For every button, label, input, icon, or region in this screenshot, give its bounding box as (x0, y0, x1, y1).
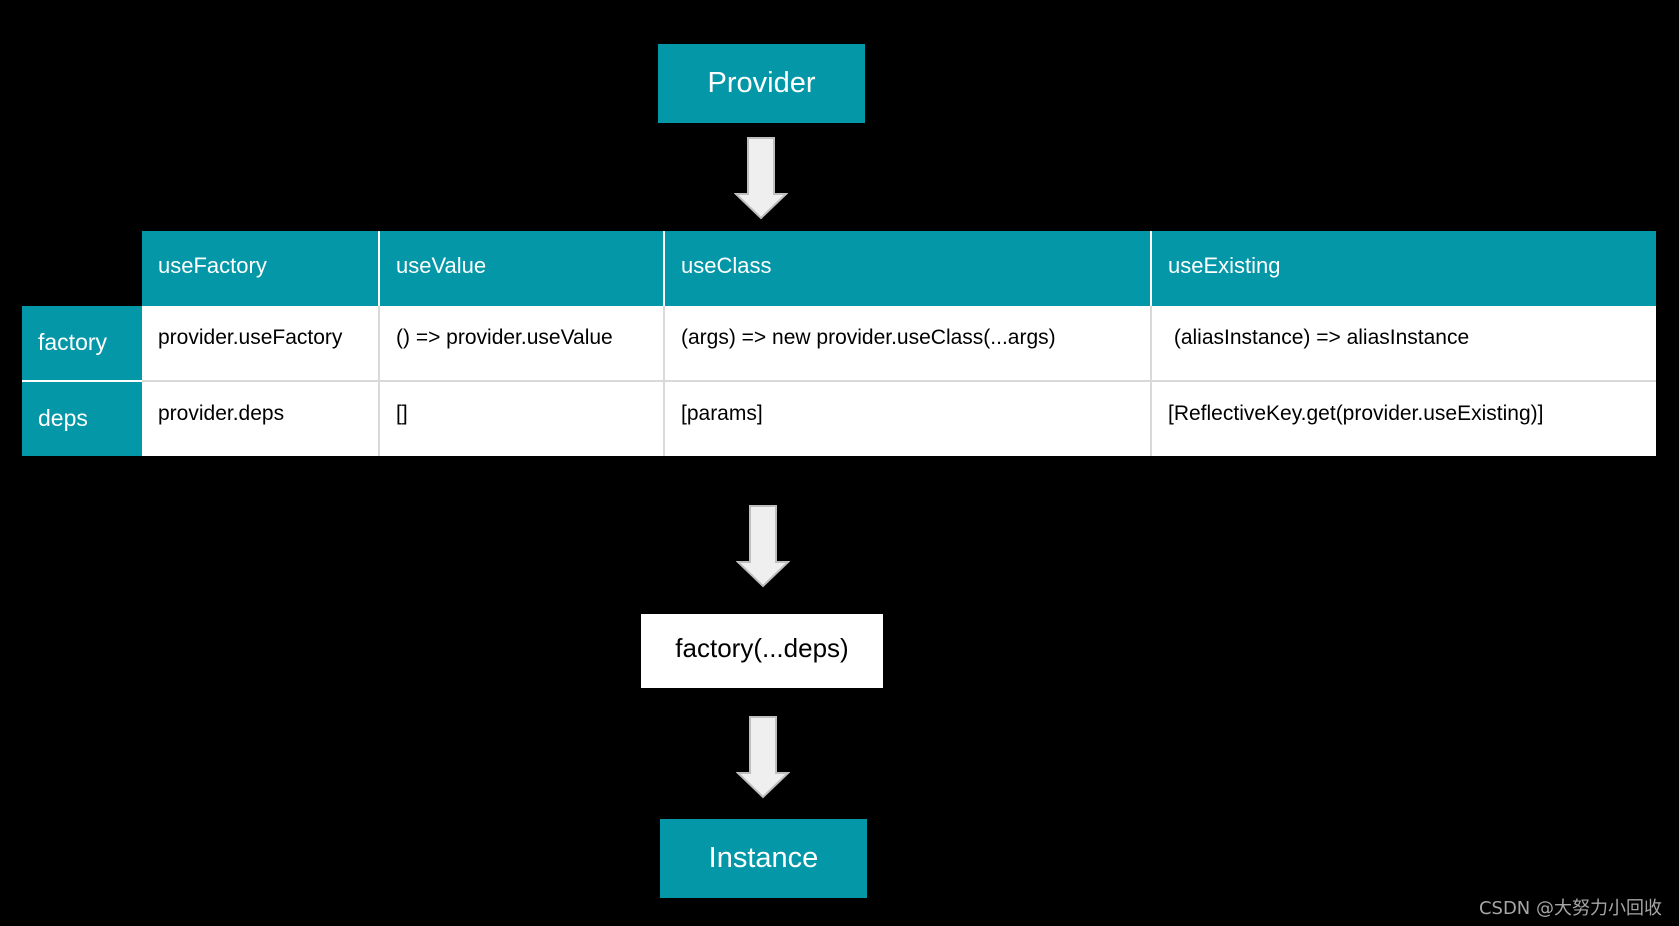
table-cell: () => provider.useValue (378, 306, 664, 382)
provider-strategy-table: useFactory useValue useClass useExisting… (22, 231, 1656, 456)
column-header-usevalue: useValue (378, 231, 664, 306)
row-header-deps: deps (22, 381, 142, 456)
provider-box: Provider (658, 44, 865, 123)
down-arrow-icon (734, 137, 788, 220)
table-corner-cell (22, 231, 142, 306)
table-header-row: useFactory useValue useClass useExisting (22, 231, 1656, 306)
table-cell: provider.useFactory (142, 306, 379, 382)
column-header-usefactory: useFactory (142, 231, 379, 306)
table-cell: [params] (663, 381, 1151, 456)
column-header-useclass: useClass (663, 231, 1151, 306)
instance-box: Instance (660, 819, 867, 898)
table-row-factory: factory provider.useFactory () => provid… (22, 306, 1656, 382)
instance-label: Instance (708, 842, 819, 874)
factory-call-box: factory(...deps) (641, 614, 883, 688)
table-cell: (aliasInstance) => aliasInstance (1150, 306, 1656, 382)
table-cell: [] (378, 381, 664, 456)
down-arrow-icon (736, 505, 790, 588)
row-header-factory: factory (22, 306, 142, 382)
factory-call-label: factory(...deps) (675, 632, 849, 663)
table-cell: [ReflectiveKey.get(provider.useExisting)… (1150, 381, 1656, 456)
table-cell: (args) => new provider.useClass(...args) (663, 306, 1151, 382)
table-row-deps: deps provider.deps [] [params] [Reflecti… (22, 381, 1656, 456)
watermark-text: CSDN @大努力小回收 (1478, 898, 1662, 919)
provider-label: Provider (707, 67, 816, 99)
down-arrow-icon (736, 716, 790, 799)
column-header-useexisting: useExisting (1150, 231, 1656, 306)
table-cell: provider.deps (142, 381, 379, 456)
